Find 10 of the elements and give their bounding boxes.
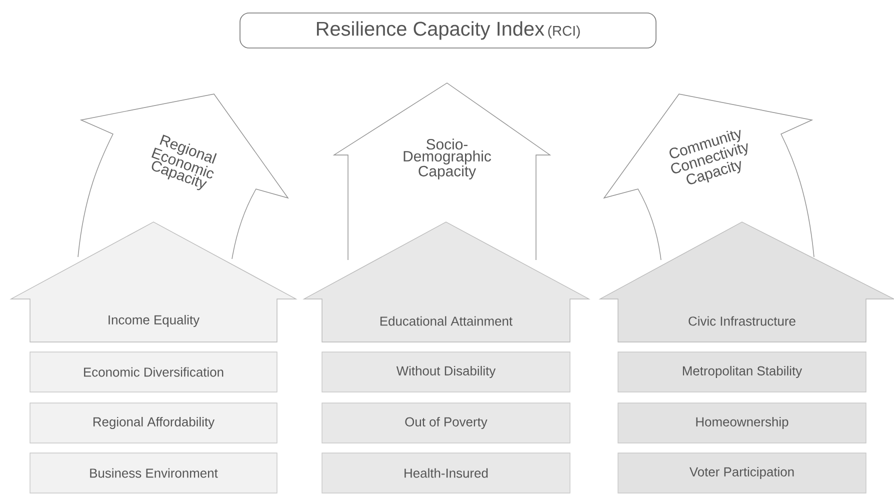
indicator-box: Homeownership (618, 402, 866, 444)
indicator-box: Business Environment (30, 452, 278, 494)
indicator-box: Voter Participation (618, 452, 866, 494)
indicator-box: Without Disability (322, 352, 570, 392)
indicator-box: Metropolitan Stability (618, 352, 866, 392)
indicator-box: Out of Poverty (322, 402, 570, 444)
indicator-box: Economic Diversification (30, 352, 278, 392)
indicator-box: Regional Affordability (30, 402, 278, 444)
title-box: Resilience Capacity Index (RCI) (240, 12, 656, 48)
indicator-box: Health-Insured (322, 452, 570, 494)
